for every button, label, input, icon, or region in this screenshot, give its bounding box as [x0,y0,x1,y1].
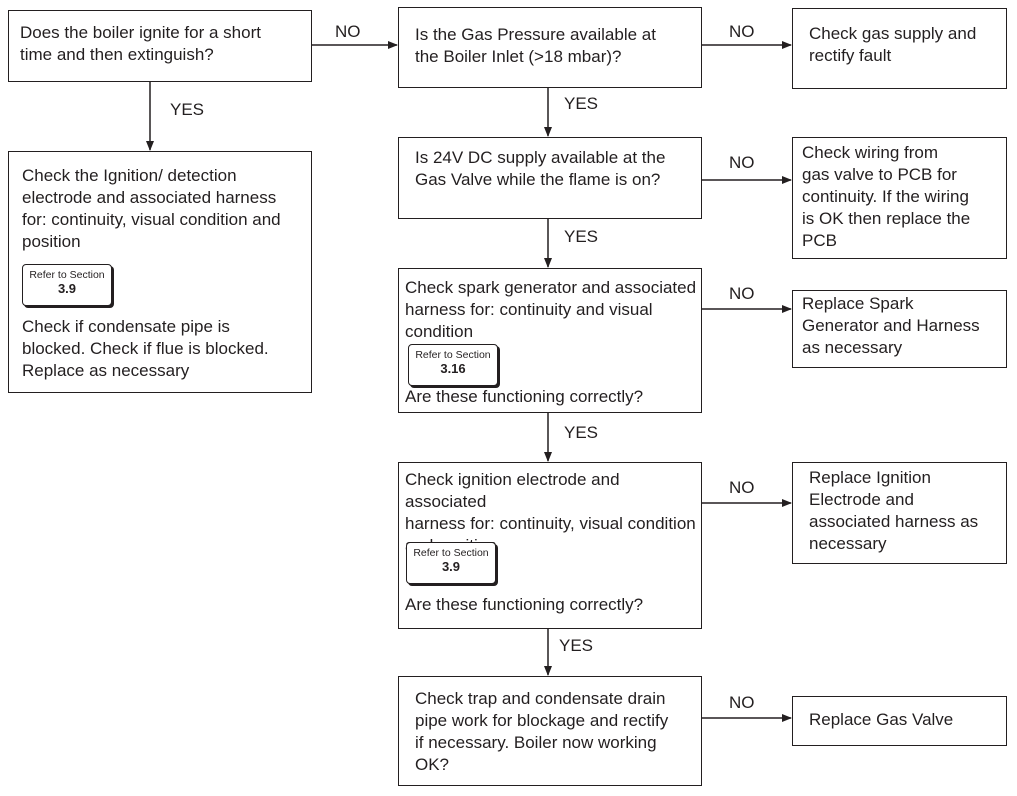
refer-section-number: 3.9 [57,281,77,296]
label-yes-4: YES [564,423,599,442]
label-no-5: NO [729,478,755,497]
check-gas-supply-text: Check gas supply and rectify fault [809,24,977,65]
label-yes-5: YES [559,636,594,655]
refer-section-badge: Refer to Section 3.16 [408,344,498,386]
check-gas-supply-box: Check gas supply and rectify fault [792,8,1007,89]
refer-section-number: 3.9 [441,559,461,574]
label-yes-1: YES [170,100,205,119]
refer-section-badge: Refer to Section 3.9 [406,542,496,584]
replace-gas-valve-box: Replace Gas Valve [792,696,1007,746]
spark-question-text: Are these functioning correctly? [405,387,644,406]
refer-section-label: Refer to Section [29,269,105,281]
label-no-6: NO [729,693,755,712]
replace-ignition-text: Replace Ignition Electrode and associate… [809,468,979,553]
check-wiring-text: Check wiring from gas valve to PCB for c… [802,143,971,250]
label-no-3: NO [729,153,755,172]
check-ignition-harness-box: Check ignition electrode and associated … [398,462,702,629]
ignition-question-text: Are these functioning correctly? [405,595,644,614]
refer-section-badge: Refer to Section 3.9 [22,264,112,306]
label-no-1: NO [335,22,361,41]
check-trap-text: Check trap and condensate drain pipe wor… [415,689,669,774]
refer-section-label: Refer to Section [413,547,489,559]
q-gas-pressure-text: Is the Gas Pressure available at the Boi… [415,25,656,66]
q-ignite-box: Does the boiler ignite for a short time … [8,10,312,82]
refer-section-number: 3.16 [440,361,466,376]
replace-ignition-box: Replace Ignition Electrode and associate… [792,462,1007,564]
q-24v-box: Is 24V DC supply available at the Gas Va… [398,137,702,219]
q-gas-pressure-box: Is the Gas Pressure available at the Boi… [398,7,702,88]
label-yes-3: YES [564,227,599,246]
label-no-2: NO [729,22,755,41]
label-no-4: NO [729,284,755,303]
check-wiring-box: Check wiring from gas valve to PCB for c… [792,137,1007,259]
check-ignition-electrode-box: Check the Ignition/ detection electrode … [8,151,312,393]
replace-spark-text: Replace Spark Generator and Harness as n… [802,294,980,357]
check-spark-generator-text: Check spark generator and associated har… [405,278,697,341]
label-yes-2: YES [564,94,599,113]
replace-spark-box: Replace Spark Generator and Harness as n… [792,290,1007,368]
replace-gas-valve-text: Replace Gas Valve [809,710,954,729]
check-condensate-text: Check if condensate pipe is blocked. Che… [22,317,269,380]
check-ignition-electrode-text: Check the Ignition/ detection electrode … [22,166,281,251]
q-24v-text: Is 24V DC supply available at the Gas Va… [415,148,666,189]
q-ignite-text: Does the boiler ignite for a short time … [20,23,261,64]
check-spark-generator-box: Check spark generator and associated har… [398,268,702,413]
refer-section-label: Refer to Section [415,349,491,361]
check-trap-box: Check trap and condensate drain pipe wor… [398,676,702,786]
